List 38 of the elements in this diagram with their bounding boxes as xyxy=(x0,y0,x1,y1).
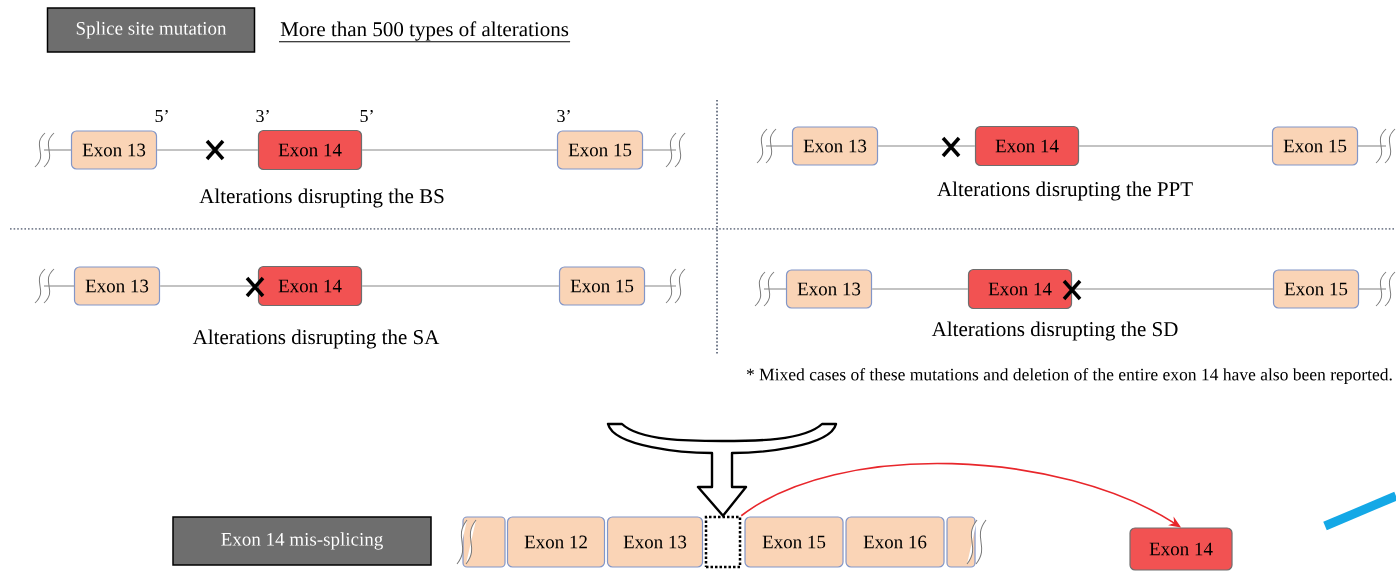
exon-box: Exon 16 xyxy=(845,516,945,568)
exon-box: Exon 13 xyxy=(785,269,873,309)
caption: Alterations disrupting the BS xyxy=(199,188,444,208)
backbone-line xyxy=(361,285,560,287)
exon-box: Exon 13 xyxy=(791,126,879,166)
gap-box xyxy=(704,515,742,569)
exon-box: Exon 15 xyxy=(1271,126,1359,166)
exon-box: Exon 15 xyxy=(1272,269,1360,309)
caption: Alterations disrupting the SA xyxy=(192,329,440,349)
exon-fragment xyxy=(462,516,506,568)
title-box: Exon 14 mis-splicing xyxy=(172,516,432,566)
exon-box: Exon 13 xyxy=(73,266,161,306)
prime-label: 5’ xyxy=(360,109,373,123)
caption: Alterations disrupting the SD xyxy=(931,321,1178,341)
exon-box: Exon 15 xyxy=(556,130,644,170)
caption: Alterations disrupting the PPT xyxy=(937,181,1193,201)
exon-box: Exon 14 xyxy=(257,265,363,307)
backbone-line xyxy=(871,288,969,290)
exon-box: Exon 15 xyxy=(558,266,646,306)
title-box: Splice site mutation xyxy=(46,7,256,53)
hollow-arrow xyxy=(606,422,838,517)
curved-arrow xyxy=(740,462,1181,528)
backbone-line xyxy=(361,149,558,151)
exon-box: Exon 14 xyxy=(1129,527,1233,571)
footnote: * Mixed cases of these mutations and deletion of the entire exon 14 have also been reported. xyxy=(746,367,1392,385)
exon-fragment xyxy=(946,516,976,568)
backbone-line xyxy=(1078,145,1273,147)
exon-box: Exon 14 xyxy=(974,125,1080,167)
exon-box: Exon 13 xyxy=(70,130,158,170)
backbone-line xyxy=(156,149,259,151)
backbone-line xyxy=(877,145,976,147)
exon-box: Exon 14 xyxy=(257,129,363,171)
heading-text: More than 500 types of alterations xyxy=(278,21,571,43)
exon-box: Exon 13 xyxy=(606,516,704,568)
exon-box: Exon 15 xyxy=(744,516,844,568)
prime-label: 5’ xyxy=(155,109,168,123)
exon-box: Exon 14 xyxy=(967,268,1073,310)
exon-box: Exon 12 xyxy=(506,516,606,568)
